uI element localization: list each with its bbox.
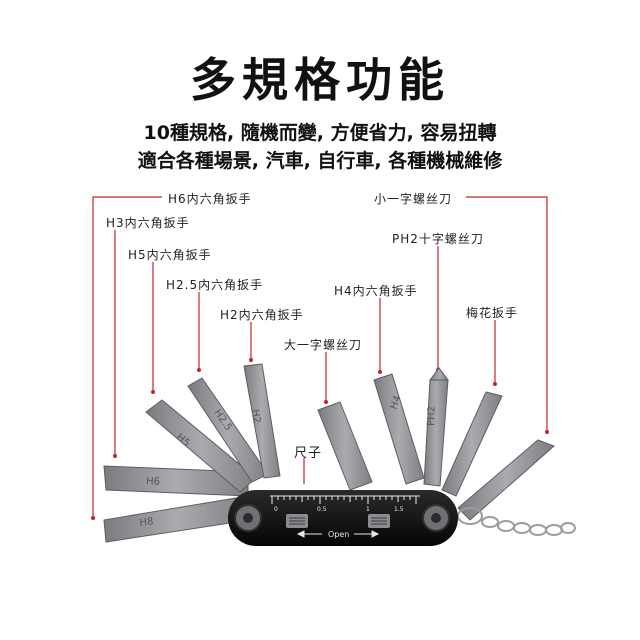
leader-small-flat [466, 196, 548, 432]
body-bolts [234, 504, 450, 532]
ruler-tick-1: 1 [366, 506, 370, 513]
engraving-ph2: PH2 [426, 406, 438, 426]
bit-ph2 [423, 379, 449, 487]
leader-lines [92, 196, 548, 518]
label-ph2-screwdriver: PH2十字螺丝刀 [392, 232, 484, 246]
open-engraving: Open [328, 530, 349, 539]
bit-h4 [373, 373, 425, 485]
label-ruler: 尺子 [294, 446, 323, 461]
ruler-tick-05: 0.5 [317, 506, 327, 513]
engraving-h4: H4 [388, 394, 403, 411]
bit-big-flat [317, 401, 373, 491]
label-h2-hex-key: H2内六角扳手 [220, 308, 304, 322]
subtitle-line-2: 適合各種場景, 汽車, 自行車, 各種機械維修 [137, 150, 503, 172]
ruler-tick-0: 0 [274, 506, 278, 513]
label-h4-hex-key: H4内六角扳手 [334, 284, 418, 298]
label-big-flat-screwdriver: 大一字螺丝刀 [284, 338, 363, 352]
tool-body [228, 490, 458, 546]
ruler-scale [270, 495, 420, 504]
label-h5-hex-key: H5内六角扳手 [128, 248, 212, 262]
leader-h6 [92, 196, 162, 518]
bit-ph2-tip [429, 367, 449, 381]
ruler-tick-15: 1.5 [394, 506, 404, 513]
page-title: 多規格功能 [190, 53, 450, 107]
engraving-h6: H6 [146, 476, 160, 488]
open-arrows [296, 530, 380, 538]
bit-small-flat [457, 439, 555, 521]
label-small-flat-screwdriver: 小一字螺丝刀 [374, 192, 453, 206]
label-h3-hex-key: H3内六角扳手 [106, 216, 190, 230]
label-h25-hex-key: H2.5内六角扳手 [166, 278, 264, 292]
subtitle-line-1: 10種規格, 隨機而變, 方便省力, 容易扭轉 [143, 122, 497, 144]
label-torx-wrench: 梅花扳手 [466, 306, 519, 320]
bit-torx [441, 391, 503, 497]
engraving-h8: H8 [139, 516, 154, 529]
label-h6-hex-key: H6内六角扳手 [168, 192, 252, 206]
keychain [457, 507, 576, 536]
engraving-h2: H2 [249, 409, 262, 425]
bit-h2 [243, 363, 281, 479]
tool-bits [103, 363, 555, 543]
ruler-numbers: 0 0.5 1 1.5 [274, 506, 404, 513]
body-grips [286, 514, 390, 528]
bit-engravings: H8 H6 H5 H2.5 H2 H4 PH2 [139, 394, 438, 529]
